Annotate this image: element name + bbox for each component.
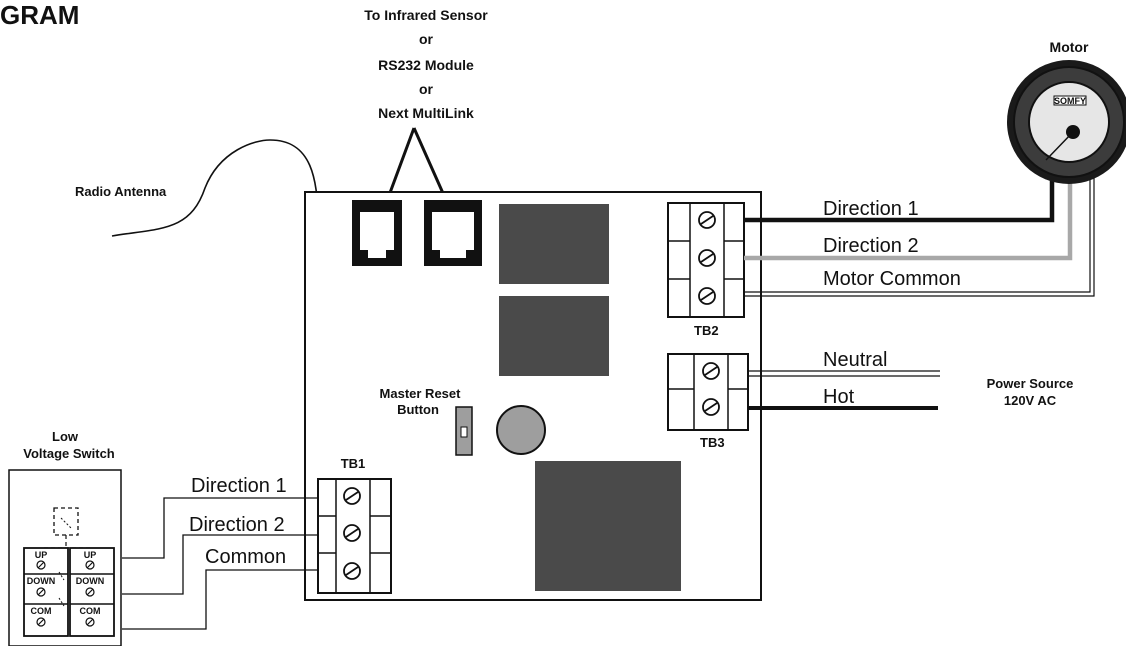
master-reset-label-2: Button (397, 402, 439, 417)
switch-right-down-label: DOWN (76, 576, 105, 586)
radio-antenna-wire (111, 139, 320, 239)
tb1-screw-3 (343, 562, 361, 580)
relay-1 (499, 204, 609, 284)
switch-left-down-button[interactable]: DOWN (27, 576, 56, 597)
wire-neutral (748, 370, 940, 377)
power-source-label-1: Power Source (987, 376, 1074, 391)
wire-tb1-direction-1 (122, 497, 318, 559)
switch-left-com-button[interactable]: COM (31, 606, 52, 627)
connector-label-line-1: To Infrared Sensor (364, 7, 488, 23)
connector-label-line-5: Next MultiLink (378, 105, 474, 121)
motor-label: Motor (1050, 39, 1089, 55)
master-reset-label-1: Master Reset (380, 386, 462, 401)
tb1-screw-2 (343, 524, 361, 542)
power-source-label-2: 120V AC (1004, 393, 1057, 408)
low-voltage-switch-label-2: Voltage Switch (23, 446, 115, 461)
switch-left-down-label: DOWN (27, 576, 56, 586)
rj-jack-left (352, 200, 402, 266)
tb3-wire-label-2: Hot (823, 386, 855, 408)
antenna-label: Radio Antenna (75, 184, 167, 199)
switch-right-com-label: COM (80, 606, 101, 616)
connector-label-line-4: or (419, 81, 434, 97)
tb2-screw-2 (698, 249, 716, 267)
switch-left-up-button[interactable]: UP (35, 550, 48, 570)
switch-left-com-label: COM (31, 606, 52, 616)
relay-2 (499, 296, 609, 376)
tb3-screw-2 (702, 398, 720, 416)
board-capacitor (496, 405, 546, 455)
switch-right-com-button[interactable]: COM (80, 606, 101, 627)
wire-tb1-direction-2 (122, 534, 318, 595)
switch-right-down-button[interactable]: DOWN (76, 576, 105, 597)
wire-tb2-motor-common (744, 170, 1095, 297)
wire-tb1-common (122, 569, 318, 630)
switch-left-column (23, 547, 69, 637)
connector-label-line-2: or (419, 31, 434, 47)
connector-label-line-3: RS232 Module (378, 57, 474, 73)
tb2-wire-label-1: Direction 1 (823, 198, 919, 220)
tb3-screw-1 (702, 362, 720, 380)
tb3-label: TB3 (700, 435, 725, 450)
master-reset-slot (460, 426, 468, 438)
tb1-wire-label-2: Direction 2 (189, 514, 285, 536)
switch-right-up-button[interactable]: UP (84, 550, 97, 570)
switch-right-up-label: UP (84, 550, 97, 560)
wire-tb2-direction-1 (744, 170, 1055, 223)
tb2-screw-1 (698, 211, 716, 229)
connector-label: To Infrared Sensor or RS232 Module or Ne… (364, 7, 488, 121)
tb1-wire-label-3: Common (205, 546, 286, 568)
tb2-label: TB2 (694, 323, 719, 338)
page-title: GRAM (0, 0, 79, 30)
switch-left-up-label: UP (35, 550, 48, 560)
tb1-label: TB1 (341, 456, 366, 471)
transformer-block (535, 461, 681, 591)
tb2-wire-label-2: Direction 2 (823, 235, 919, 257)
tb2-wire-label-3: Motor Common (823, 268, 961, 290)
low-voltage-switch-label-1: Low (52, 429, 79, 444)
motor-icon: SOMFY (1007, 60, 1126, 184)
tb2-screw-3 (698, 287, 716, 305)
tb1-screw-1 (343, 487, 361, 505)
switch-internal-dashes (58, 571, 65, 607)
wire-tb2-direction-2 (744, 170, 1073, 261)
motor-brand: SOMFY (1054, 96, 1086, 106)
rj-jack-right (424, 200, 482, 266)
tb3-wire-label-1: Neutral (823, 349, 887, 371)
tb1-wire-label-1: Direction 1 (191, 475, 287, 497)
